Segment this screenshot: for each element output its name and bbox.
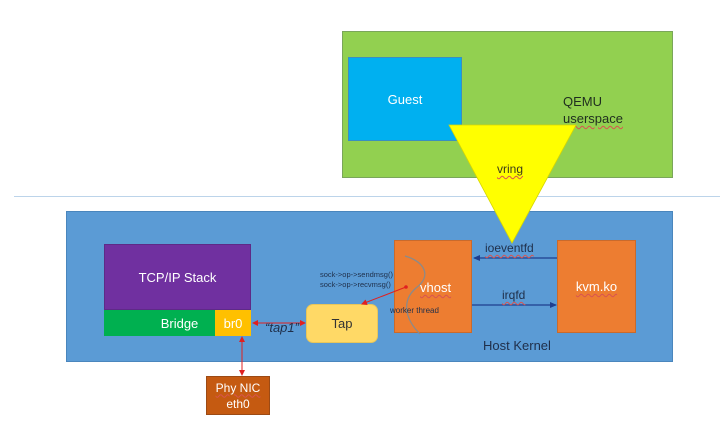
ioeventfd-label: ioeventfd <box>485 241 534 255</box>
phy-nic-label: Phy NIC <box>216 380 261 396</box>
kvm-ko-box: kvm.ko <box>557 240 636 333</box>
qemu-userspace-label: QEMU userspace <box>563 93 623 127</box>
vhost-to-tap-arrow <box>361 286 407 305</box>
eth0-label: eth0 <box>226 396 250 411</box>
phy-nic-box: Phy NIC eth0 <box>206 376 270 415</box>
tap-box: Tap <box>306 304 378 343</box>
tap-label: Tap <box>331 316 353 331</box>
irqfd-label: irqfd <box>502 288 526 302</box>
br0-box: br0 <box>215 310 251 336</box>
vhost-label: vhost <box>420 280 452 295</box>
vring-funnel <box>448 124 577 244</box>
tap1-label: “tap1” <box>265 320 299 335</box>
host-kernel-label: Host Kernel <box>483 338 551 353</box>
guest-box: Guest <box>348 57 462 141</box>
phy-nic-text: Phy NIC <box>215 380 261 395</box>
bridge-label: Bridge <box>160 315 199 331</box>
tcpip-stack-box: TCP/IP Stack <box>104 244 251 310</box>
br0-label: br0 <box>223 315 243 331</box>
userspace-kernel-separator <box>14 196 720 197</box>
worker-thread-label: worker thread <box>390 306 439 315</box>
worker-thread-curve <box>404 255 426 335</box>
vring-label: vring <box>497 162 524 176</box>
userspace-label: userspace <box>563 111 623 126</box>
kvm-ko-label: kvm.ko <box>575 279 618 294</box>
bridge-box: Bridge <box>104 310 215 336</box>
tcpip-stack-label: TCP/IP Stack <box>138 269 217 285</box>
vhost-socket-dot <box>404 285 408 289</box>
sendmsg-label: sock->op->sendmsg() <box>320 270 393 279</box>
guest-label: Guest <box>387 91 423 107</box>
recvmsg-label: sock->op->recvmsg() <box>320 280 391 289</box>
qemu-label: QEMU <box>563 94 602 109</box>
